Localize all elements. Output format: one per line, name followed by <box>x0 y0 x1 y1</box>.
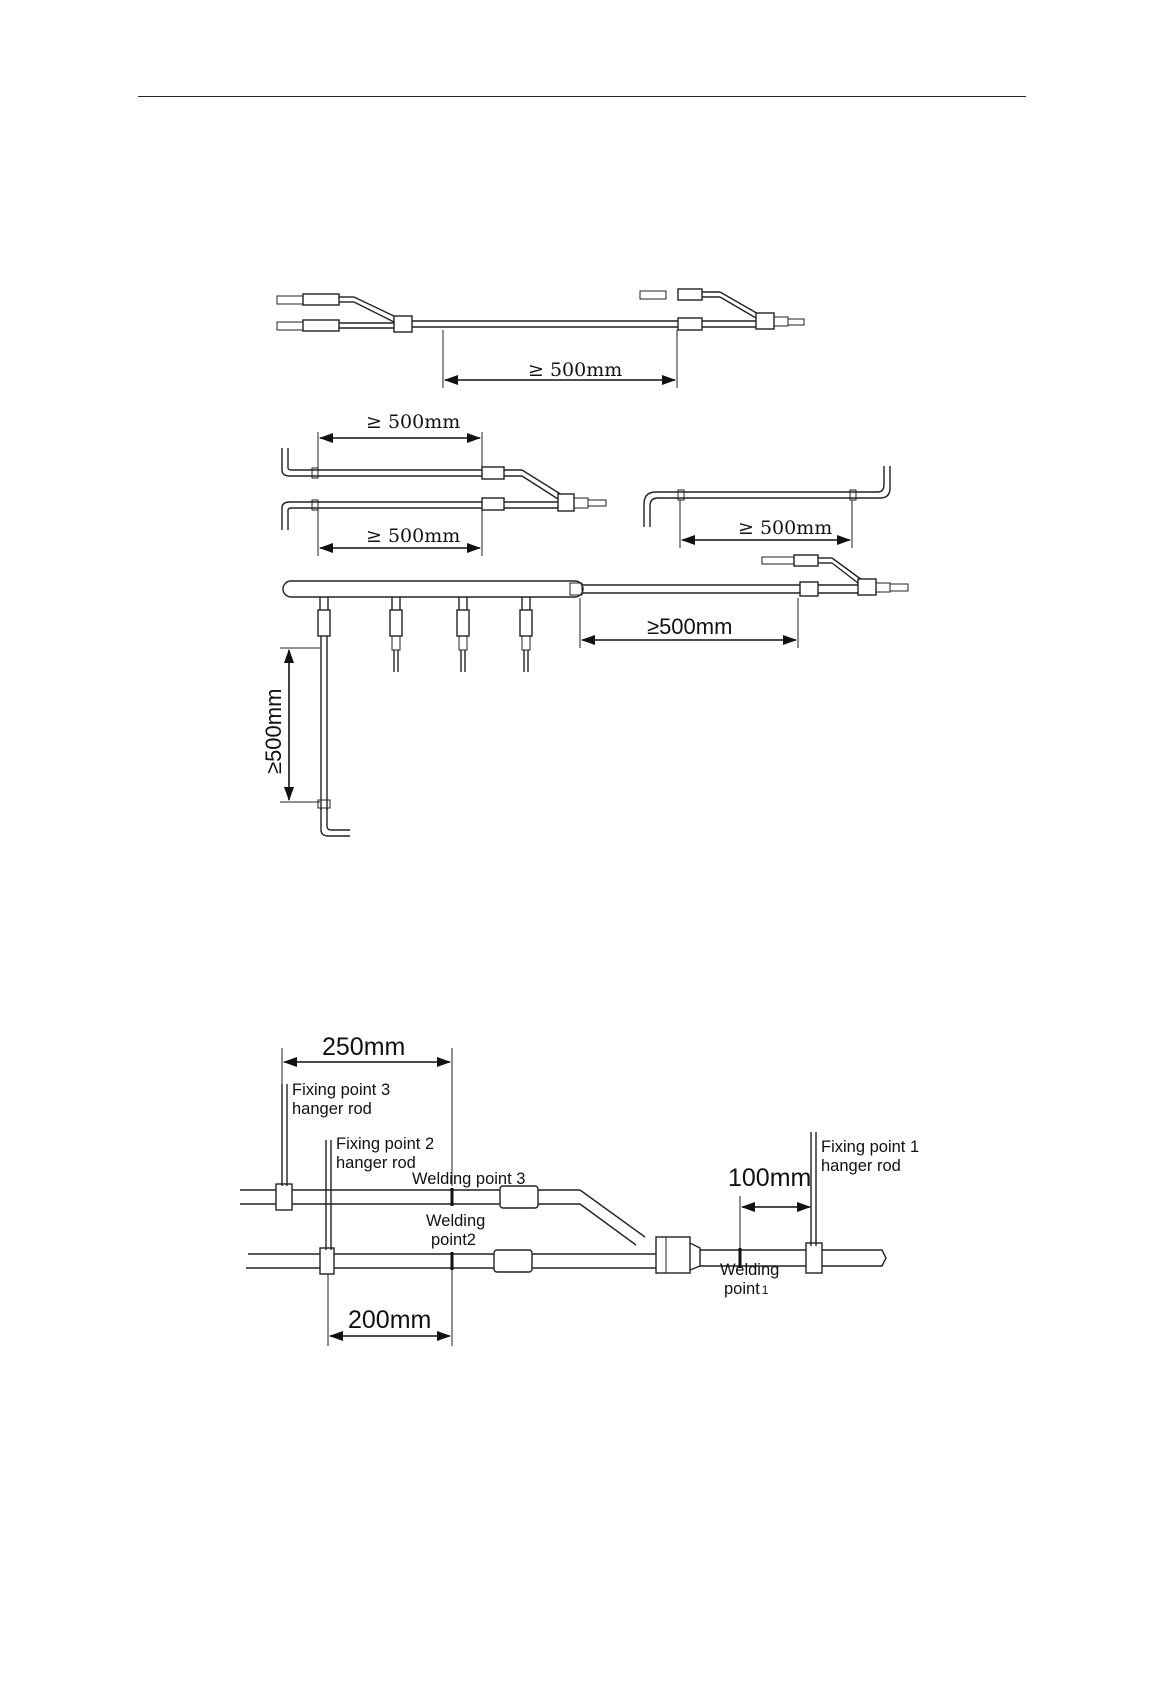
fixing-point-2-label: Fixing point 2 <box>336 1135 434 1153</box>
dim-label-header-outlet: ≥500mm <box>647 614 732 639</box>
welding-point-1-label: Welding <box>720 1261 779 1279</box>
welding-point-2-num-label: point2 <box>431 1231 476 1249</box>
dim-label-250: 250mm <box>322 1033 405 1061</box>
pipe-assembly-middle-right: ≥ 500mm <box>644 466 890 548</box>
branch-assembly-middle-left: ≥ 500mm ≥ 500mm <box>282 411 606 556</box>
fixing-point-1-rod-label: hanger rod <box>821 1157 901 1175</box>
dim-label-mid-upper: ≥ 500mm <box>366 411 460 433</box>
fixing-point-3-label: Fixing point 3 <box>292 1081 390 1099</box>
dim-label-vertical: ≥500mm <box>261 689 286 774</box>
dim-label-200: 200mm <box>348 1306 431 1334</box>
dim-label-100: 100mm <box>728 1164 811 1192</box>
branch-assembly-top: ≥ 500mm <box>277 289 804 388</box>
header-assembly: ≥500mm ≥500mm <box>261 555 908 836</box>
welding-point-2-label: Welding <box>426 1212 485 1230</box>
header-outlets <box>318 597 532 810</box>
figure-2-fixing-points: 250mm 200mm 100mm Fixing point 3 hanger … <box>240 1033 919 1346</box>
fixing-point-2-rod-label: hanger rod <box>336 1154 416 1172</box>
dim-label-right: ≥ 500mm <box>738 517 832 539</box>
fixing-point-3-rod-label: hanger rod <box>292 1100 372 1118</box>
fixing-point-1-label: Fixing point 1 <box>821 1138 919 1156</box>
welding-point-3-label: Welding point 3 <box>412 1170 525 1188</box>
dim-label-mid-lower: ≥ 500mm <box>366 525 460 547</box>
figure-1-branch-spacing: ≥ 500mm ≥ 500mm <box>261 289 908 836</box>
dim-label-top: ≥ 500mm <box>528 359 622 381</box>
